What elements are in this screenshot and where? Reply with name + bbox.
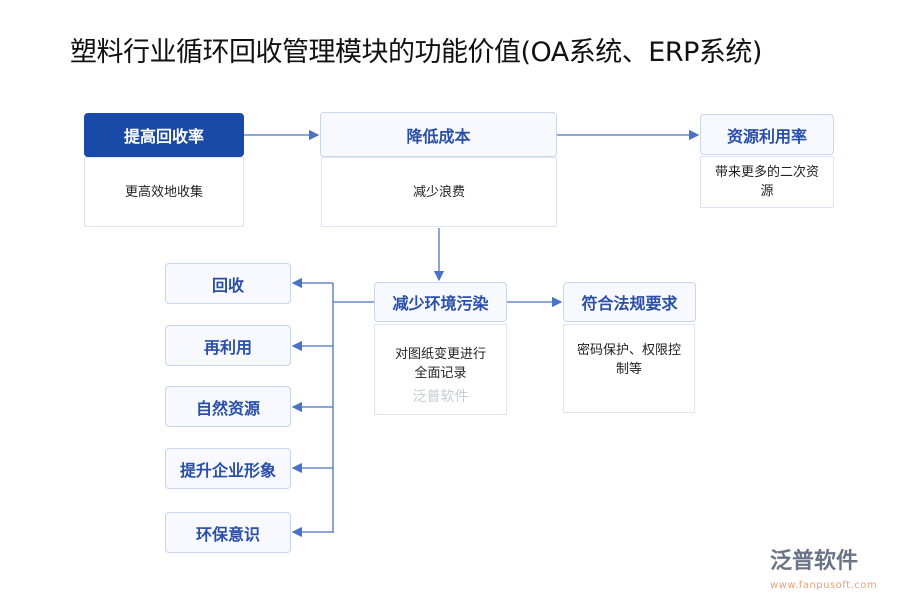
node-n3-desc: 带来更多的二次资源 bbox=[700, 156, 834, 208]
node-n1: 提高回收率 bbox=[84, 113, 244, 157]
node-n5: 符合法规要求 bbox=[563, 282, 696, 322]
node-n4-desc-box: 对图纸变更进行全面记录 泛普软件 bbox=[374, 324, 507, 415]
page-title: 塑料行业循环回收管理模块的功能价值(OA系统、ERP系统) bbox=[70, 37, 762, 68]
side-item-natural-resources: 自然资源 bbox=[165, 386, 291, 427]
node-n2-desc: 减少浪费 bbox=[321, 157, 557, 227]
node-n3: 资源利用率 bbox=[700, 114, 834, 155]
brand-url: www.fanpusoft.com bbox=[770, 580, 878, 591]
side-item-eco-awareness: 环保意识 bbox=[165, 512, 291, 553]
brand-logo: 泛普软件 bbox=[770, 549, 859, 574]
side-item-brand-image: 提升企业形象 bbox=[165, 448, 291, 489]
side-item-reuse: 再利用 bbox=[165, 325, 291, 366]
side-item-recycle: 回收 bbox=[165, 263, 291, 304]
node-n2: 降低成本 bbox=[320, 112, 557, 157]
node-n5-desc: 密码保护、权限控制等 bbox=[563, 324, 695, 413]
watermark-logo: 泛普软件 bbox=[412, 389, 469, 405]
node-n4-desc: 对图纸变更进行全面记录 bbox=[394, 347, 486, 381]
node-n4: 减少环境污染 bbox=[374, 282, 507, 322]
node-n1-desc: 更高效地收集 bbox=[84, 157, 244, 227]
